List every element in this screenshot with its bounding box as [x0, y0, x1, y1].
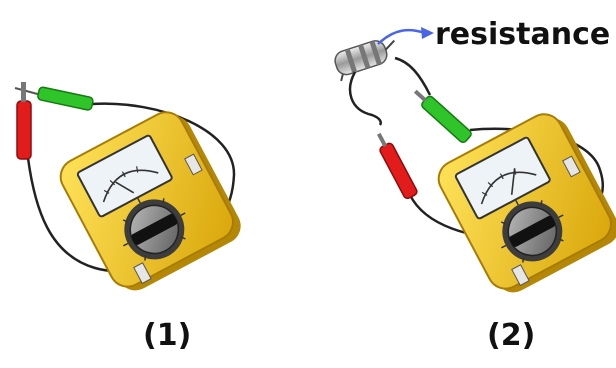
green-probe	[413, 89, 472, 144]
figure-2: resistance	[334, 17, 616, 293]
red-probe	[376, 132, 418, 200]
figure-1	[14, 82, 241, 291]
wire-to-red	[348, 71, 382, 126]
green-probe	[37, 86, 94, 111]
figure-1-caption: (1)	[143, 318, 192, 353]
resistance-label: resistance	[435, 17, 610, 52]
multimeter-icon	[437, 113, 616, 293]
wire-to-green	[394, 56, 432, 96]
resistor-icon	[334, 39, 396, 82]
green-lead-wire	[469, 127, 605, 204]
figure-2-caption: (2)	[487, 318, 536, 353]
multimeter-icon	[59, 111, 241, 291]
red-probe	[16, 82, 32, 160]
pointer-arrow	[377, 28, 426, 45]
